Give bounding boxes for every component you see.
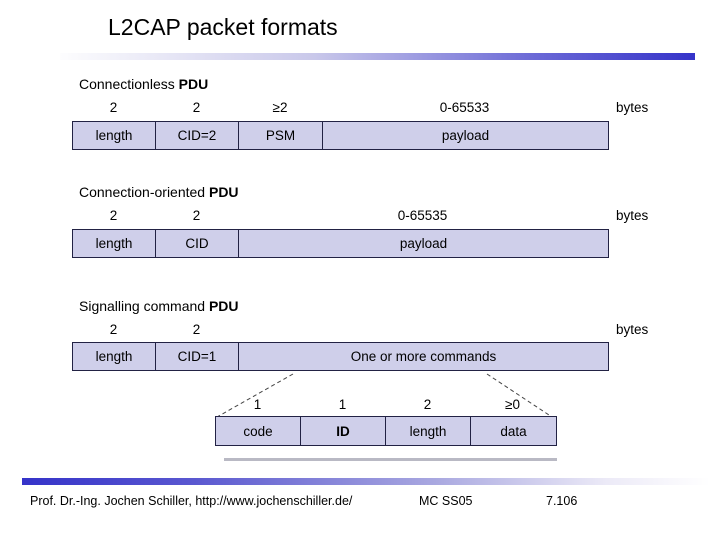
field-box-length: length [73, 343, 156, 370]
field-size: 2 [423, 397, 432, 412]
field-box-id: ID [301, 417, 386, 445]
size-row-command-detail: 1 1 2 ≥0 [215, 397, 555, 413]
field-size: 2 [109, 100, 118, 115]
field-size [238, 322, 607, 338]
command-detail-shadow [224, 458, 557, 461]
field-size: 2 [109, 208, 118, 223]
field-box-payload: payload [441, 128, 490, 143]
footer-author: Prof. Dr.-Ing. Jochen Schiller, http://w… [30, 494, 353, 508]
unit-label-bytes: bytes [616, 100, 649, 115]
section-heading-signalling: Signalling command PDU [79, 298, 239, 314]
field-box-length: length [73, 230, 156, 257]
size-row-signalling: 2 2 [72, 322, 607, 338]
unit-label-bytes: bytes [616, 208, 649, 223]
slide-title: L2CAP packet formats [108, 14, 338, 40]
footer-course: MC SS05 [419, 494, 473, 508]
footer-page-number: 7.106 [546, 494, 578, 508]
section-heading-text: Signalling command [79, 298, 206, 314]
field-box-code: code [216, 417, 301, 445]
section-heading-pdu: PDU [208, 298, 239, 314]
field-box-cid: CID=1 [156, 343, 239, 370]
pdu-box-row-connection-oriented: length CID payload [72, 229, 609, 258]
command-detail-box-row: code ID length data [215, 416, 557, 446]
field-size: 2 [192, 322, 201, 337]
section-heading-pdu: PDU [178, 76, 209, 92]
section-heading-text: Connection-oriented [79, 184, 206, 200]
footer-divider-bar [22, 478, 710, 485]
field-box-payload: payload [399, 236, 448, 251]
size-row-connection-oriented: 2 2 0-65535 [72, 208, 607, 224]
field-size: 1 [253, 397, 262, 412]
field-box-data: data [500, 423, 527, 439]
pdu-box-row-connectionless: length CID=2 PSM payload [72, 121, 609, 150]
section-heading-connection-oriented: Connection-oriented PDU [79, 184, 239, 200]
field-size: 2 [192, 208, 201, 223]
field-size: 0-65533 [439, 100, 490, 115]
field-size: 1 [338, 397, 347, 412]
field-size: ≥2 [272, 100, 288, 115]
field-size: 0-65535 [397, 208, 448, 223]
field-size: 2 [192, 100, 201, 115]
field-size: 2 [109, 322, 118, 337]
field-box-cid: CID [156, 230, 239, 257]
field-box-cid: CID=2 [156, 122, 239, 149]
title-underline-bar [60, 53, 695, 60]
section-heading-text: Connectionless [79, 76, 175, 92]
field-size: ≥0 [505, 397, 520, 412]
unit-label-bytes: bytes [616, 322, 649, 337]
field-box-length: length [73, 122, 156, 149]
size-row-connectionless: 2 2 ≥2 0-65533 [72, 100, 607, 116]
section-heading-connectionless: Connectionless PDU [79, 76, 208, 92]
field-box-length: length [386, 417, 471, 445]
pdu-box-row-signalling: length CID=1 One or more commands [72, 342, 609, 371]
field-box-commands: One or more commands [350, 349, 497, 364]
field-box-psm: PSM [239, 122, 323, 149]
section-heading-pdu: PDU [208, 184, 239, 200]
